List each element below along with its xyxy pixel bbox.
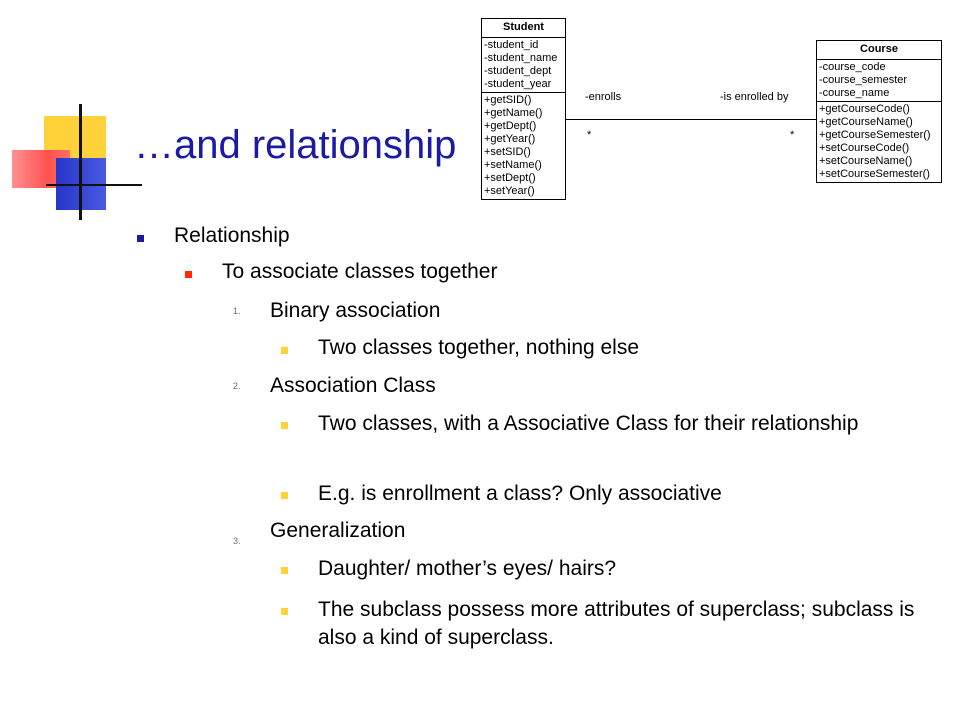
sub-item-text: Daughter/ mother’s eyes/ hairs?	[318, 557, 617, 580]
decorative-vertical-line	[79, 104, 82, 220]
slide-title: …and relationship	[134, 123, 457, 167]
student-method: +setName()	[484, 159, 542, 171]
association-left-multiplicity: *	[587, 129, 592, 141]
student-methods: +getSID() +getName() +getDept() +getYear…	[482, 92, 565, 199]
course-attribute: -course_semester	[819, 74, 908, 86]
course-attributes: -course_code -course_semester -course_na…	[817, 60, 941, 101]
student-class-name: Student	[482, 19, 565, 38]
student-method: +setYear()	[484, 185, 535, 197]
association-right-role: -is enrolled by	[720, 91, 789, 103]
level3-bullet	[281, 608, 288, 615]
course-method: +setCourseName()	[819, 155, 913, 167]
course-method: +getCourseName()	[819, 116, 913, 128]
course-class-name: Course	[817, 41, 941, 60]
student-attribute: -student_dept	[484, 65, 552, 77]
course-method: +getCourseSemester()	[819, 129, 931, 141]
association-left-role: -enrolls	[585, 91, 622, 103]
sub-item-text: Two classes, with a Associative Class fo…	[318, 412, 859, 435]
student-method: +getSID()	[484, 94, 532, 106]
level2-item-text: To associate classes together	[222, 260, 498, 283]
level1-item-text: Relationship	[174, 224, 290, 247]
student-attribute: -student_year	[484, 78, 552, 90]
student-class-box: Student -student_id -student_name -stude…	[481, 18, 566, 200]
list-number: 2.	[233, 381, 241, 391]
sub-item-text: Two classes together, nothing else	[318, 336, 640, 359]
course-methods: +getCourseCode() +getCourseName() +getCo…	[817, 101, 941, 182]
course-method: +setCourseSemester()	[819, 168, 930, 180]
numbered-item-text: Association Class	[270, 374, 436, 397]
level3-bullet	[281, 567, 288, 574]
level2-bullet	[185, 271, 192, 278]
student-attribute: -student_name	[484, 52, 558, 64]
student-attribute: -student_id	[484, 39, 539, 51]
decorative-horizontal-line	[46, 184, 142, 186]
association-line	[565, 119, 817, 120]
level3-bullet	[281, 492, 288, 499]
sub-item-text: The subclass possess more attributes of …	[318, 598, 915, 649]
course-attribute: -course_name	[819, 87, 890, 99]
student-attributes: -student_id -student_name -student_dept …	[482, 38, 565, 92]
level3-bullet	[281, 422, 288, 429]
list-number: 1.	[233, 306, 241, 316]
student-method: +setDept()	[484, 172, 536, 184]
numbered-item-text: Binary association	[270, 299, 441, 322]
student-method: +getYear()	[484, 133, 536, 145]
student-method: +getDept()	[484, 120, 537, 132]
sub-item-text: E.g. is enrollment a class? Only associa…	[318, 482, 722, 505]
course-method: +setCourseCode()	[819, 142, 910, 154]
student-method: +setSID()	[484, 146, 531, 158]
level3-bullet	[281, 347, 288, 354]
association-right-multiplicity: *	[790, 129, 795, 141]
level1-bullet	[137, 235, 144, 242]
student-method: +getName()	[484, 107, 543, 119]
numbered-item-text: Generalization	[270, 519, 406, 542]
list-number: 3.	[233, 536, 241, 546]
course-method: +getCourseCode()	[819, 103, 910, 115]
course-attribute: -course_code	[819, 61, 886, 73]
course-class-box: Course -course_code -course_semester -co…	[816, 40, 942, 183]
